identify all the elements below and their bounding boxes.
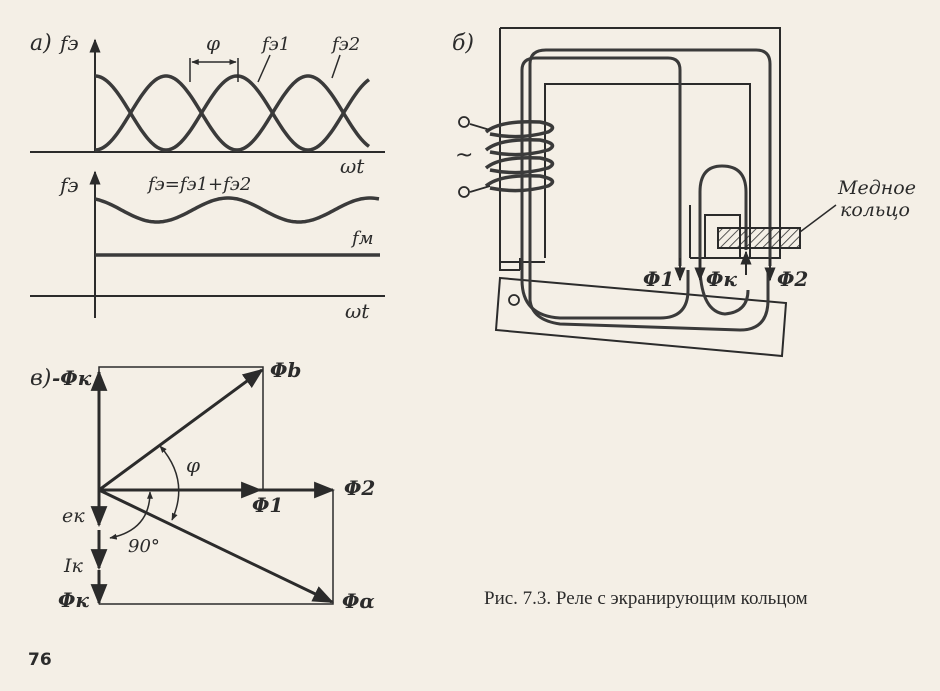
copper-ring-label-line2: кольцо bbox=[840, 199, 910, 221]
panel-c: в) -Φк Φb φ Φ1 Φ2 eк 90° Iк Φк Φα bbox=[30, 358, 375, 613]
flux-path-1 bbox=[520, 56, 682, 280]
flux-path-2 bbox=[528, 48, 772, 266]
phib-label: Φb bbox=[270, 358, 301, 382]
flux-path-k bbox=[698, 164, 748, 268]
copper-ring bbox=[717, 227, 801, 249]
top-y-axis-label: fэ bbox=[58, 31, 79, 55]
sum-formula: fэ=fэ1+fэ2 bbox=[146, 174, 251, 195]
coil bbox=[469, 119, 555, 193]
curve-fe1-leader bbox=[257, 54, 271, 83]
flux-path-k-return bbox=[698, 269, 750, 316]
terminal-top bbox=[458, 116, 470, 128]
magnetic-core bbox=[499, 27, 781, 271]
top-x-axis-label: ωt bbox=[340, 154, 365, 178]
vector-phib bbox=[98, 368, 264, 492]
flux2-label: Φ2 bbox=[777, 267, 808, 291]
flux1-label: Φ1 bbox=[643, 267, 674, 291]
holding-force-label: fм bbox=[350, 228, 374, 249]
ek-label: eк bbox=[62, 505, 85, 527]
angle-90-arc bbox=[109, 491, 153, 540]
curve-fe2-label: fэ2 bbox=[330, 34, 360, 55]
curve-fe2 bbox=[94, 74, 371, 152]
fluxk-label: Φк bbox=[706, 267, 737, 291]
curve-fe1 bbox=[94, 74, 371, 152]
phialpha-label: Φα bbox=[342, 589, 375, 613]
curve-fe1-label: fэ1 bbox=[260, 34, 290, 55]
flux-path-helper bbox=[530, 64, 680, 280]
flux-path-2-return bbox=[528, 64, 770, 332]
phase-label: φ bbox=[206, 31, 220, 55]
angle-90-label: 90° bbox=[128, 536, 160, 557]
phi2-label: Φ2 bbox=[344, 476, 375, 500]
armature bbox=[494, 276, 788, 358]
phi1-label: Φ1 bbox=[252, 493, 283, 517]
flux-path-1-return bbox=[520, 270, 690, 320]
ac-supply-symbol: ~ bbox=[455, 143, 473, 168]
panel-b: б) Медное кольцо bbox=[452, 27, 916, 358]
armature-pivot bbox=[508, 294, 520, 306]
copper-ring-leader bbox=[799, 204, 837, 233]
ik-label: Iк bbox=[63, 555, 84, 577]
panel-b-label: б) bbox=[452, 31, 474, 56]
terminal-bottom bbox=[458, 186, 470, 198]
lower-parallelogram bbox=[99, 490, 334, 605]
bottom-x-axis-label: ωt bbox=[345, 299, 370, 323]
angle-phi-arc bbox=[159, 445, 180, 521]
curve-sum bbox=[94, 196, 380, 224]
panel-a: а) fэ ωt φ fэ1 fэ2 fэ ωt fэ=fэ1+fэ2 fм bbox=[30, 31, 385, 323]
minus-phik-label: -Φк bbox=[52, 366, 92, 390]
figure-caption: Рис. 7.3. Реле с экранирующим кольцом bbox=[484, 588, 808, 609]
bottom-y-axis-label: fэ bbox=[58, 173, 79, 197]
copper-ring-label-line1: Медное bbox=[837, 177, 916, 199]
panel-c-label: в) bbox=[30, 366, 51, 391]
page-number: 76 bbox=[28, 650, 52, 670]
phik-label: Φк bbox=[58, 588, 89, 612]
angle-phi-label: φ bbox=[186, 453, 200, 477]
curve-fe2-leader bbox=[331, 54, 341, 79]
panel-a-label: а) bbox=[30, 31, 52, 56]
